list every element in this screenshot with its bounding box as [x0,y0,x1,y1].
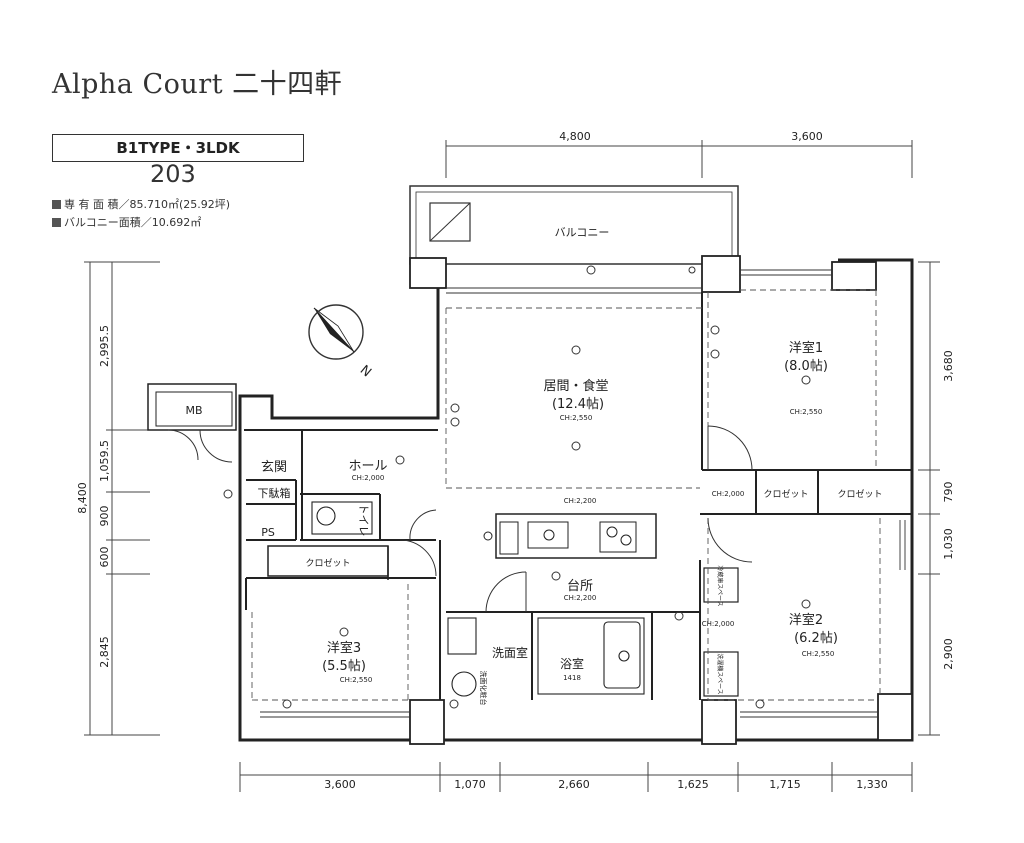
mb-label: MB [185,404,202,417]
kitchen-ch: CH:2,200 [564,594,597,602]
dim-bottom-1: 3,600 [324,778,356,791]
bath-fixtures [311,501,645,697]
dim-right-1: 3,680 [942,350,955,382]
doors [167,425,753,613]
type-label-box: B1TYPE・3LDK [52,134,304,162]
balcony-label: バルコニー [555,226,610,239]
ch-2000-b-label: CH:2,000 [702,620,735,628]
west3-ch: CH:2,550 [340,676,373,684]
page-title: Alpha Court 二十四軒 [52,69,343,100]
dim-left-1: 2,995.5 [98,325,111,367]
dim-left-4: 600 [98,547,111,568]
fridge-label: 冷蔵庫スペース [716,565,724,606]
dim-right-2: 790 [942,482,955,503]
west1-size: (8.0帖) [784,359,828,374]
dim-left-5: 2,845 [98,636,111,668]
closet-main-label: クロゼット [305,557,350,569]
bath-sub: 1418 [563,674,581,682]
dimension-labels: 4,800 3,600 3,600 1,070 2,660 1,625 1,71… [76,130,955,791]
dim-top-1: 4,800 [559,130,591,143]
dim-left-3: 900 [98,506,111,527]
ch-2000-a-label: CH:2,000 [712,490,745,498]
dim-left-2: 1,059.5 [98,440,111,482]
compass: N [308,304,374,381]
closet-b-label: クロゼット [837,488,882,500]
dimension-lines [84,140,940,792]
dim-right-4: 2,900 [942,638,955,670]
dim-bottom-3: 2,660 [558,778,590,791]
dim-bottom-6: 1,330 [856,778,888,791]
entrance-label: 玄関 [261,460,287,475]
wall-columns [409,255,913,745]
living-ch: CH:2,550 [560,414,593,422]
hall-name: ホール [348,459,387,474]
balcony-area-text: バルコニー面積／10.692㎡ [64,216,202,229]
ps-label: PS [261,526,275,539]
square-icon [52,218,61,227]
interior-walls [244,292,912,700]
window-strips [260,269,906,718]
bath-name: 浴室 [560,656,584,671]
kitchen-name: 台所 [567,579,593,594]
balcony-area-row: バルコニー面積／10.692㎡ [52,214,201,230]
west1-ch: CH:2,550 [790,408,823,416]
toilet-label: トイレ [357,504,370,537]
room-labels: 居間・食堂 (12.4帖) CH:2,550 洋室1 (8.0帖) CH:2,5… [185,340,882,684]
ch-2200-label: CH:2,200 [564,497,597,505]
west2-name: 洋室2 [789,612,823,628]
exclusive-area-row: 専 有 面 積／85.710㎡(25.92坪) [52,196,230,212]
dim-bottom-5: 1,715 [769,778,801,791]
exclusive-area-text: 専 有 面 積／85.710㎡(25.92坪) [64,198,231,211]
shoe-box-label: 下駄箱 [258,486,291,500]
closet-a-label: クロゼット [763,488,808,500]
west1-name: 洋室1 [789,340,823,356]
living-size: (12.4帖) [552,397,604,412]
west2-size: (6.2帖) [794,631,838,646]
west2-ch: CH:2,550 [802,650,835,658]
dim-right-3: 1,030 [942,528,955,560]
dim-top-2: 3,600 [791,130,823,143]
fixture-markers [223,325,811,709]
kitchen-counter [483,513,657,559]
hall-ch: CH:2,000 [352,474,385,482]
dim-bottom-2: 1,070 [454,778,486,791]
unit-number: 203 [150,160,196,188]
dim-bottom-4: 1,625 [677,778,709,791]
balcony [409,185,739,275]
square-icon [52,200,61,209]
vertical-labels: トイレ 洗面化粧台 冷蔵庫スペース 洗濯機スペース [357,504,724,706]
compass-north-label: N [357,363,374,381]
west3-name: 洋室3 [327,640,361,656]
washroom-label: 洗面室 [492,645,528,660]
living-name: 居間・食堂 [543,378,608,394]
dim-left-total: 8,400 [76,482,89,514]
washer-label: 洗濯機スペース [716,653,724,694]
vanity-label: 洗面化粧台 [479,671,488,706]
outer-walls [147,258,914,742]
west3-size: (5.5帖) [322,659,366,674]
